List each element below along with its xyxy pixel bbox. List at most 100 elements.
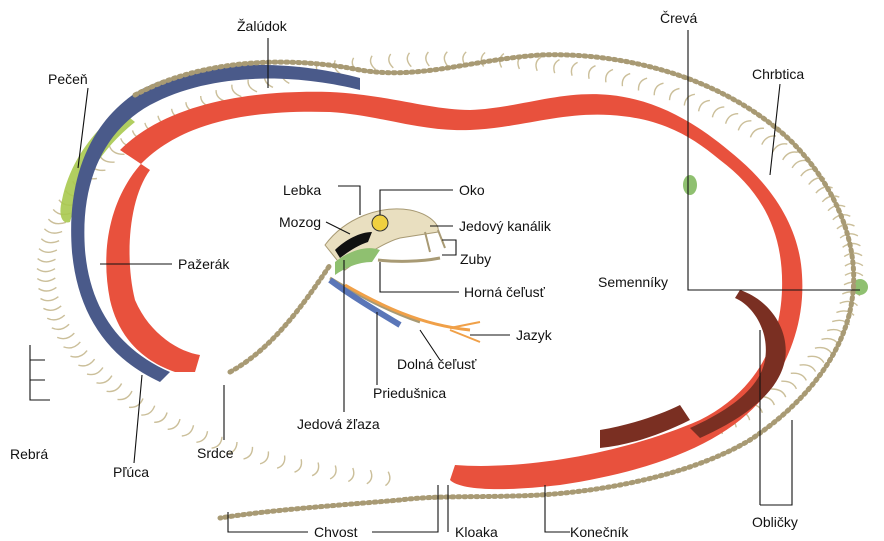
rib: [606, 70, 613, 83]
rib: [589, 66, 596, 79]
rib: [800, 365, 816, 372]
rib: [815, 348, 832, 354]
rib: [654, 83, 663, 95]
rib: [712, 107, 724, 117]
label-oblicky: Obličky: [752, 514, 798, 530]
rib: [37, 278, 55, 281]
label-srdce: Srdce: [197, 445, 234, 461]
label-jazyk: Jazyk: [516, 327, 553, 343]
rib: [426, 52, 429, 66]
label-zuby: Zuby: [460, 251, 491, 267]
rib: [738, 121, 751, 131]
rib: [244, 447, 253, 459]
rib: [808, 356, 824, 362]
rib: [726, 114, 739, 124]
label-horna-celust: Horná čeľusť: [464, 284, 546, 300]
rib: [554, 60, 560, 74]
label-rebra: Rebrá: [10, 446, 48, 462]
label-cheva: Črevá: [660, 10, 698, 26]
rib: [154, 413, 167, 423]
rib: [57, 333, 74, 339]
rib: [47, 315, 64, 320]
kidney-organ: [690, 290, 786, 438]
tongue-fork: [450, 322, 480, 342]
rib: [41, 297, 59, 301]
label-zaludok: Žalúdok: [237, 18, 288, 34]
label-jedovy-kanalik: Jedový kanálik: [459, 218, 552, 234]
rib: [64, 342, 81, 348]
rib: [38, 259, 56, 262]
rib: [232, 85, 242, 97]
label-pluca: Pľúca: [113, 464, 149, 480]
rib: [37, 269, 55, 272]
rib: [41, 239, 59, 243]
rib: [129, 399, 143, 408]
rib: [791, 373, 807, 380]
label-semenniky: Semenníky: [598, 274, 668, 290]
rib: [444, 52, 447, 66]
rib: [822, 339, 839, 345]
rib: [312, 463, 319, 476]
rib: [367, 470, 372, 484]
rib: [792, 160, 808, 167]
label-priedusnica: Priedušnica: [373, 385, 446, 401]
rib: [248, 80, 257, 92]
snake-head: [325, 209, 480, 342]
rib: [141, 406, 154, 415]
rib: [43, 306, 61, 310]
eye-organ: [372, 215, 388, 231]
label-kloaka: Kloaka: [455, 524, 498, 540]
rib: [52, 324, 69, 329]
rib: [371, 56, 376, 70]
rib: [71, 351, 88, 357]
rib: [182, 425, 194, 436]
upper-jaw: [378, 258, 440, 261]
rib: [407, 53, 411, 67]
rib: [536, 57, 541, 71]
rib: [295, 459, 302, 472]
rib: [699, 100, 710, 111]
rib: [771, 389, 786, 397]
rib: [87, 368, 103, 375]
rib: [622, 74, 630, 87]
rib: [750, 128, 764, 137]
rib: [39, 249, 57, 253]
rib: [260, 451, 268, 463]
rib: [670, 89, 680, 101]
rib: [107, 384, 122, 392]
rib: [840, 301, 858, 305]
fang-2: [438, 230, 445, 248]
label-oko: Oko: [459, 182, 485, 198]
trachea-organ: [330, 280, 400, 325]
rib: [385, 472, 389, 486]
label-jedova-zlaza: Jedová žľaza: [297, 416, 380, 432]
rib: [330, 466, 336, 479]
label-konecnik: Konečník: [570, 524, 629, 540]
rib: [97, 376, 112, 384]
label-mozog: Mozog: [279, 214, 321, 230]
label-pazerak: Pažerák: [178, 256, 230, 272]
rib: [118, 391, 133, 399]
rib: [196, 431, 207, 442]
rib: [638, 78, 647, 90]
fang: [425, 232, 430, 252]
testis-organ: [683, 175, 697, 195]
snake-body: [37, 52, 868, 518]
rib: [781, 381, 796, 389]
rib: [571, 62, 577, 75]
rib: [168, 419, 180, 429]
rib: [277, 456, 285, 469]
rib: [78, 359, 94, 366]
label-pecen: Pečeň: [48, 71, 88, 87]
rib: [44, 229, 62, 233]
label-dolna-celust: Dolná čeľusť: [397, 356, 477, 372]
label-chvost: Chvost: [314, 524, 358, 540]
rib: [684, 94, 695, 105]
rib: [783, 152, 798, 160]
label-chrbtica: Chrbtica: [752, 66, 804, 82]
rib: [773, 144, 788, 152]
label-lebka: Lebka: [283, 182, 321, 198]
rib: [389, 54, 393, 68]
leader-lines: [30, 30, 860, 532]
